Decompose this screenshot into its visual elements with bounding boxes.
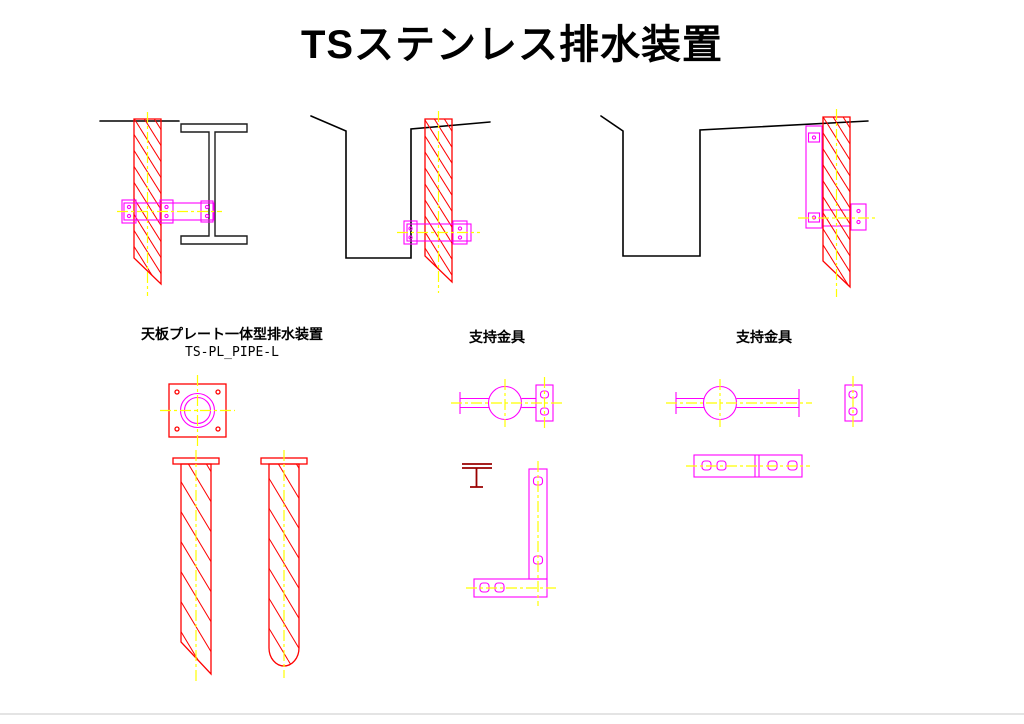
section-view-ibeam [99,112,248,296]
detail-top-plate-plan [160,375,235,446]
label-left-model-code: TS-PL_PIPE-L [185,345,279,360]
drain-pipe [822,116,851,289]
detail-clamp-plan-left [451,377,562,429]
detail-clamp-plan-right [666,376,863,430]
drawing-title: TSステンレス排水装置 [300,23,724,67]
detail-base-plate-side [686,454,810,478]
detail-pipe-elevation-dome [260,450,308,678]
section-view-channel-left [310,111,491,293]
channel-outline [600,115,869,257]
label-left-device-name: 天板プレート一体型排水装置 [141,326,323,342]
section-view-channel-right [600,109,875,297]
label-middle-support-fitting: 支持金具 [469,329,525,345]
ibeam-section [180,123,248,245]
detail-pipe-elevation-miter [172,450,220,684]
detail-deck-edge-section [462,463,492,488]
spiral-pipe-body [180,463,212,676]
label-right-support-fitting: 支持金具 [736,329,792,345]
detail-l-bracket-side [466,461,556,606]
channel-outline [310,115,491,259]
